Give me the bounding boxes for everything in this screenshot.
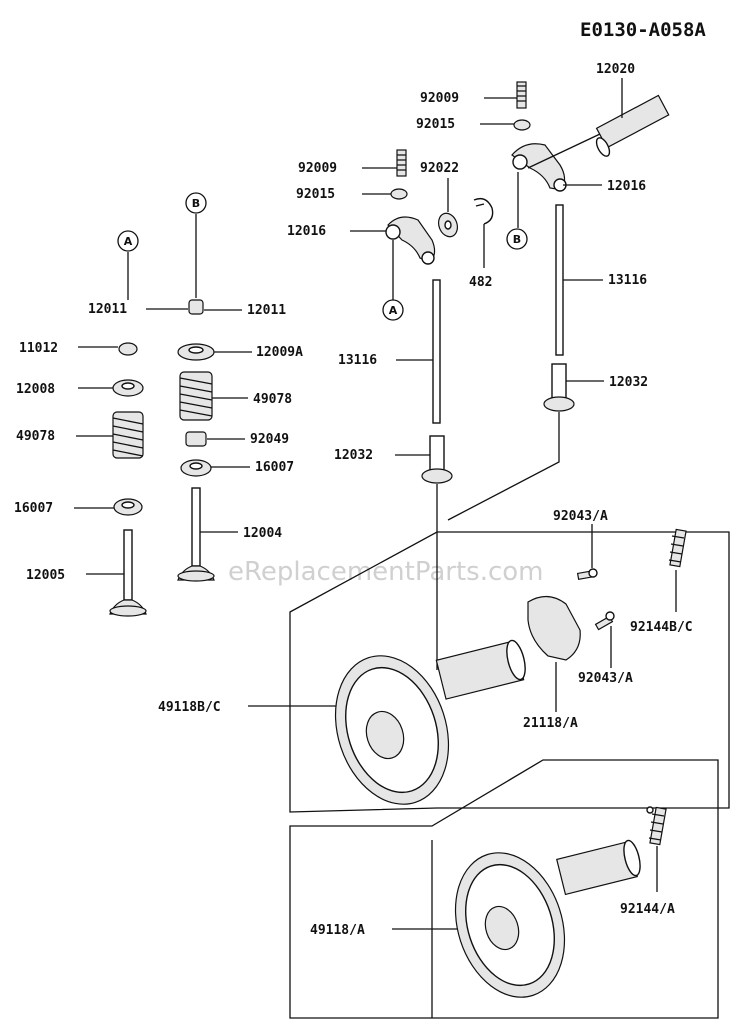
tappet-left — [421, 435, 453, 484]
camshaft-gear-a — [454, 839, 641, 998]
ref-b-right — [506, 228, 528, 250]
label-92144BC: 92144B/C — [630, 620, 693, 635]
ref-a-left-text: A — [124, 235, 133, 248]
label-92009-left: 92009 — [298, 161, 337, 176]
valve-12004 — [177, 487, 215, 582]
spring-92144A — [646, 806, 667, 846]
label-12011-right: 12011 — [247, 303, 286, 318]
ref-b-right-text: B — [513, 233, 521, 246]
label-12032-right: 12032 — [609, 375, 648, 390]
nut-left — [390, 188, 408, 200]
label-92015-left: 92015 — [296, 187, 335, 202]
camshaft-gear-bc — [334, 639, 526, 805]
label-49118A: 49118/A — [310, 923, 365, 938]
box-camshaft-a — [289, 759, 719, 1019]
bolt-92043-upper — [576, 568, 598, 581]
label-49078-right: 49078 — [253, 392, 292, 407]
label-12032-left: 12032 — [334, 448, 373, 463]
watermark: eReplacementParts.com — [228, 557, 544, 587]
seat-16007-right — [180, 459, 212, 477]
seat-16007-left — [113, 498, 143, 516]
push-rod-left — [432, 279, 441, 424]
decompressor-21118A — [527, 595, 581, 661]
label-92022: 92022 — [420, 161, 459, 176]
rotator-92049 — [185, 431, 207, 447]
label-13116-left: 13116 — [338, 353, 377, 368]
label-12009A: 12009A — [256, 345, 303, 360]
label-92049: 92049 — [250, 432, 289, 447]
ref-b-left-text: B — [192, 197, 200, 210]
valve-spring-left — [112, 411, 144, 459]
label-16007-right: 16007 — [255, 460, 294, 475]
label-12008: 12008 — [16, 382, 55, 397]
label-13116-right: 13116 — [608, 273, 647, 288]
label-12004: 12004 — [243, 526, 282, 541]
label-92043-upper: 92043/A — [553, 509, 608, 524]
cap-11012 — [118, 342, 138, 356]
label-92015-right: 92015 — [416, 117, 455, 132]
box-camshaft-bc — [289, 531, 730, 813]
clip-482 — [473, 197, 494, 225]
washer-92022 — [437, 212, 459, 238]
label-16007-left: 16007 — [14, 501, 53, 516]
label-12011-left: 12011 — [88, 302, 127, 317]
label-11012: 11012 — [19, 341, 58, 356]
spring-92144BC — [668, 528, 687, 568]
rocker-shaft — [595, 94, 670, 157]
valve-spring-right — [179, 371, 213, 421]
label-12020: 12020 — [596, 62, 635, 77]
rocker-arm-right — [511, 143, 567, 192]
label-21118A: 21118/A — [523, 716, 578, 731]
label-92144A: 92144/A — [620, 902, 675, 917]
label-49118BC: 49118B/C — [158, 700, 221, 715]
adjust-screw-left — [396, 149, 407, 177]
label-92009-right: 92009 — [420, 91, 459, 106]
adjust-screw-right — [516, 81, 527, 109]
tappet-right — [543, 363, 575, 412]
push-rod-right — [555, 204, 564, 356]
label-12016-left: 12016 — [287, 224, 326, 239]
valve-12005 — [109, 529, 147, 617]
ref-b-left — [185, 192, 207, 214]
label-12005: 12005 — [26, 568, 65, 583]
ref-a-right-text: A — [389, 304, 398, 317]
valve-key-12011 — [188, 299, 204, 315]
nut-right — [513, 119, 531, 131]
label-12016-right: 12016 — [607, 179, 646, 194]
label-92043-lower: 92043/A — [578, 671, 633, 686]
retainer-12009A — [177, 343, 215, 361]
ref-a-left — [117, 230, 139, 252]
label-49078-left: 49078 — [16, 429, 55, 444]
bolt-92043-lower — [594, 611, 615, 631]
label-482: 482 — [469, 275, 492, 290]
rocker-arm-left — [385, 216, 436, 265]
diagram-code: E0130-A058A — [580, 19, 706, 41]
retainer-12008 — [112, 379, 144, 397]
ref-a-right — [382, 299, 404, 321]
